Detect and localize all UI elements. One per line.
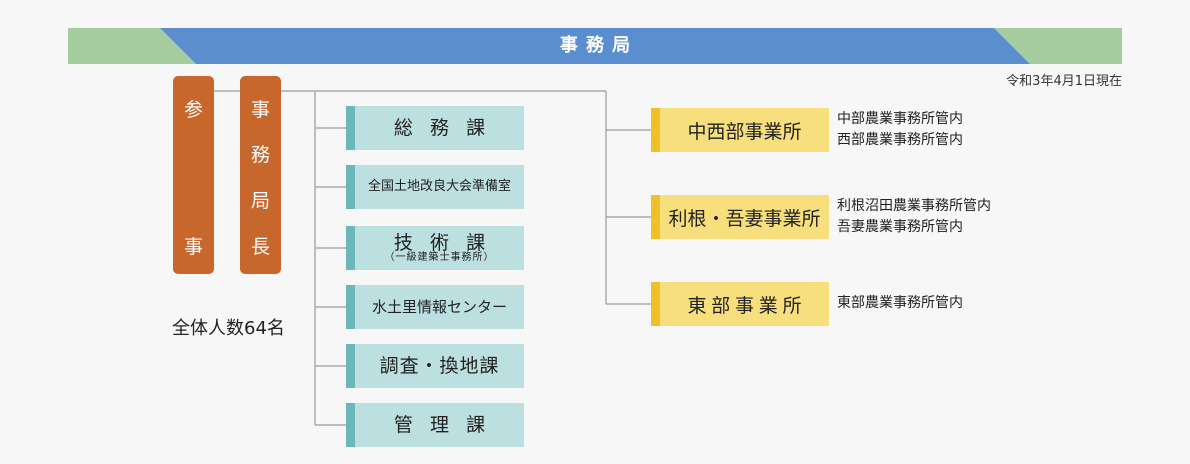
section-convention-prep: 全国土地改良大会準備室 — [346, 165, 524, 209]
area-item: 吾妻農業事務所管内 — [837, 219, 963, 235]
section-general-affairs: 総務課 — [346, 106, 524, 150]
section-management: 管理課 — [346, 403, 524, 447]
section-info-center: 水土里情報センター — [346, 285, 524, 329]
office-label: 東部事業所 — [687, 294, 807, 317]
section-label: 技術課 — [393, 231, 503, 254]
director-char-4: 長 — [250, 236, 270, 258]
office-label: 中西部事業所 — [687, 120, 802, 143]
office-chuseibu-areas: 中部農業事務所管内 西部農業事務所管内 — [837, 109, 963, 151]
office-chuseibu: 中西部事業所 — [651, 108, 829, 152]
office-tobu: 東部事業所 — [651, 282, 829, 326]
section-label: 調査・換地課 — [379, 354, 500, 377]
area-item: 利根沼田農業事務所管内 — [837, 198, 991, 214]
section-label: 水土里情報センター — [371, 297, 507, 316]
banner-side-right — [994, 28, 1122, 64]
office-label: 利根・吾妻事業所 — [668, 207, 821, 230]
section-technical: 技術課 （一級建築士事務所） — [346, 226, 524, 270]
section-label: 全国土地改良大会準備室 — [367, 178, 511, 194]
section-label: 管理課 — [393, 413, 503, 436]
director-char-3: 局 — [250, 190, 270, 212]
banner-side-left — [68, 28, 196, 64]
section-sublabel: （一級建築士事務所） — [384, 252, 495, 264]
office-tone-agatsuma: 利根・吾妻事業所 — [651, 195, 829, 239]
area-item: 中部農業事務所管内 — [837, 111, 963, 127]
banner-title: 事務局 — [559, 35, 639, 56]
area-item: 西部農業事務所管内 — [837, 132, 963, 148]
office-tobu-areas: 東部農業事務所管内 — [837, 293, 963, 314]
director-char-2: 務 — [250, 144, 270, 166]
area-item: 東部農業事務所管内 — [837, 295, 963, 311]
section-label: 総務課 — [393, 116, 503, 139]
banner-main — [160, 28, 1030, 64]
councilor-box: 参 事 — [173, 76, 214, 274]
total-staff: 全体人数64名 — [172, 318, 285, 339]
councilor-char-1: 参 — [183, 99, 203, 121]
director-box: 事 務 局 長 — [240, 76, 281, 274]
section-survey-replotting: 調査・換地課 — [346, 344, 524, 388]
date-note: 令和3年4月1日現在 — [1006, 74, 1122, 89]
office-tone-agatsuma-areas: 利根沼田農業事務所管内 吾妻農業事務所管内 — [837, 196, 991, 238]
councilor-char-2: 事 — [183, 236, 203, 258]
director-char-1: 事 — [250, 99, 270, 121]
